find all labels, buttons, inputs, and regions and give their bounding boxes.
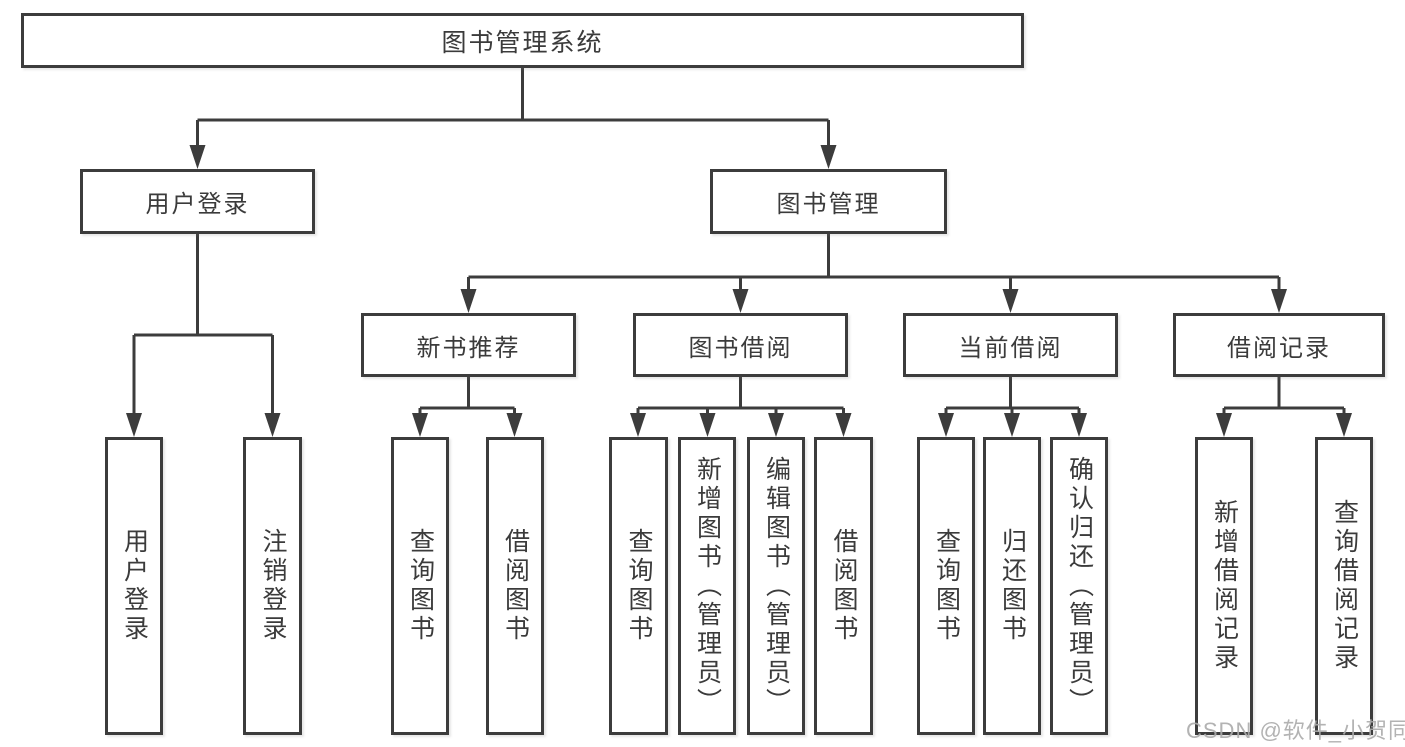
node-current-borrowing: 当前借阅 [903,313,1118,377]
leaf-borrowing-edit-books: 编辑图书（管理员） [747,437,805,735]
node-book-management-label: 图书管理 [776,191,881,218]
node-root: 图书管理系统 [21,13,1024,68]
leaf-records-add-record: 新增借阅记录 [1195,437,1253,735]
leaf-current-query-books: 查询图书 [917,437,975,735]
node-user-login-label: 用户登录 [145,191,250,218]
csdn-watermark: CSDN @软件_小贺同学 [1186,718,1405,743]
node-book-borrowing: 图书借阅 [633,313,848,377]
leaf-logout: 注销登录 [243,437,302,735]
leaf-borrowing-borrow-books-label: 借阅图书 [830,528,858,644]
leaf-records-add-record-label: 新增借阅记录 [1210,499,1239,673]
node-borrowing-records-label: 借阅记录 [1227,334,1331,362]
node-borrowing-records: 借阅记录 [1173,313,1385,377]
leaf-records-query-record: 查询借阅记录 [1315,437,1373,735]
connector-book-management-to-level3 [460,234,1287,313]
connector-user-login-to-leaves [126,234,281,437]
leaf-current-return-books: 归还图书 [983,437,1041,735]
leaf-borrowing-query-books: 查询图书 [609,437,668,735]
node-new-book-recommend-label: 新书推荐 [416,334,521,362]
leaf-newbook-borrow-books-label: 借阅图书 [501,528,530,644]
leaf-current-query-books-label: 查询图书 [932,528,961,644]
connector-new-book-to-leaves [412,377,523,437]
node-book-management: 图书管理 [710,169,947,234]
connector-root-to-level2 [189,68,837,169]
leaf-records-query-record-label: 查询借阅记录 [1330,499,1359,673]
leaf-borrowing-borrow-books: 借阅图书 [814,437,873,735]
node-root-label: 图书管理系统 [441,28,604,57]
node-user-login: 用户登录 [80,169,315,234]
leaf-current-return-books-label: 归还图书 [998,528,1027,644]
leaf-borrowing-add-books-label: 新增图书（管理员） [693,455,722,717]
leaf-newbook-borrow-books: 借阅图书 [486,437,544,735]
leaf-borrowing-query-books-label: 查询图书 [625,528,653,644]
leaf-user-login: 用户登录 [105,437,163,735]
connector-borrowing-records-to-leaves [1216,377,1352,437]
node-current-borrowing-label: 当前借阅 [958,334,1063,362]
leaf-user-login-label: 用户登录 [120,528,149,644]
leaf-newbook-query-books: 查询图书 [391,437,449,735]
connector-book-borrowing-to-leaves [630,377,852,437]
leaf-borrowing-add-books: 新增图书（管理员） [678,437,736,735]
leaf-current-confirm-return: 确认归还（管理员） [1050,437,1108,735]
leaf-logout-label: 注销登录 [259,528,287,644]
leaf-newbook-query-books-label: 查询图书 [406,528,435,644]
node-book-borrowing-label: 图书借阅 [688,334,793,362]
leaf-borrowing-edit-books-label: 编辑图书（管理员） [762,455,791,717]
connector-current-borrowing-to-leaves [938,377,1087,437]
node-new-book-recommend: 新书推荐 [361,313,576,377]
leaf-current-confirm-return-label: 确认归还（管理员） [1065,455,1094,717]
